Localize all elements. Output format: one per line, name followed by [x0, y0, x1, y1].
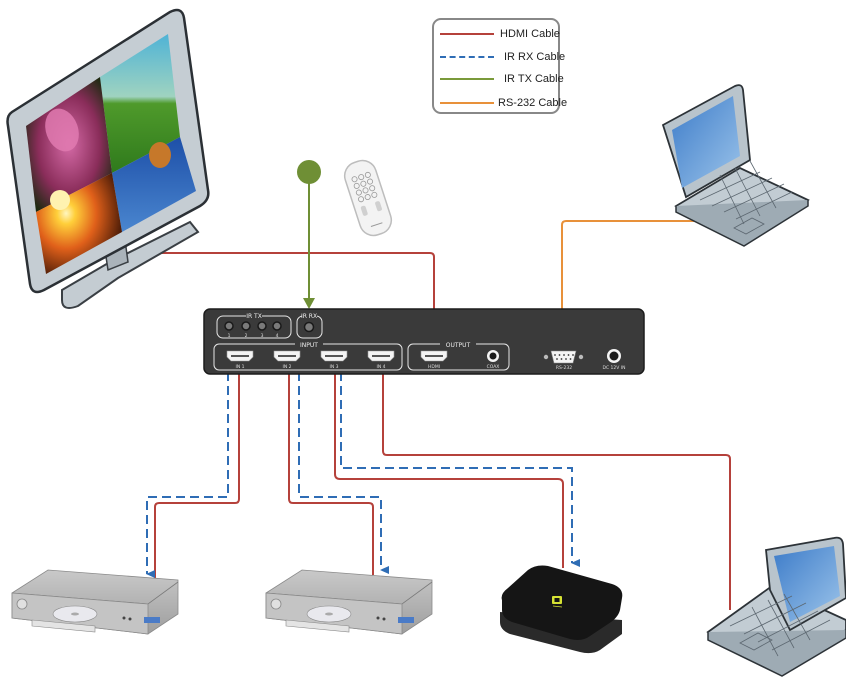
- ir-rx-cable-in2: [298, 372, 389, 574]
- legend-swatch-hdmi: [440, 33, 494, 35]
- hdmi-cable-output-to-monitor: [160, 252, 435, 355]
- ir-tx-arrow: [303, 298, 315, 309]
- dc-power-port-center: [609, 351, 619, 361]
- input-group: INPUT IN 1 IN 2 IN 3 IN 4: [213, 340, 403, 371]
- legend-item-hdmi: HDMI Cable: [440, 27, 560, 41]
- ir-tx-port-1[interactable]: [224, 321, 234, 331]
- ir-rx-group: IR RX: [296, 313, 323, 339]
- ir-tx-port-2[interactable]: [241, 321, 251, 331]
- ir-tx-port-3[interactable]: [257, 321, 267, 331]
- dvd-player-1: [11, 569, 179, 635]
- rs232-cable: [561, 220, 712, 355]
- ir-emitter: [297, 160, 321, 184]
- legend-label-rs232: RS-232 Cable: [498, 97, 568, 109]
- hdmi-port-output[interactable]: [420, 350, 448, 362]
- legend-item-ir-tx: IR TX Cable: [440, 72, 564, 86]
- input-label-4: IN 4: [377, 364, 386, 370]
- output-group-label: OUTPUT: [446, 342, 471, 349]
- ir-rx-cable-in1: [146, 372, 229, 578]
- rs232-port[interactable]: [543, 350, 584, 364]
- hdmi-port-in3[interactable]: [320, 350, 348, 362]
- monitor-screen: [26, 34, 196, 274]
- legend: HDMI Cable IR RX Cable IR TX Cable RS-23…: [432, 18, 567, 114]
- input-label-2: IN 2: [283, 364, 292, 370]
- legend-item-rs232: RS-232 Cable: [440, 96, 567, 110]
- source-laptop: [706, 536, 846, 677]
- output-coax-label: COAX: [487, 364, 500, 370]
- legend-label-ir-rx: IR RX Cable: [504, 51, 566, 63]
- ir-tx-group: IR TX 1 2 3 4: [216, 313, 292, 339]
- legend-swatch-ir-rx: [440, 56, 494, 58]
- hdmi-cable-in2: [288, 372, 374, 575]
- hdmi-port-in1[interactable]: [226, 350, 254, 362]
- ir-tx-group-label: IR TX: [246, 313, 262, 320]
- ir-rx-port[interactable]: [303, 321, 315, 333]
- media-box: [500, 565, 623, 654]
- hdmi-switcher: IR TX 1 2 3 4 IR RX INPUT: [203, 308, 645, 375]
- hdmi-cable-in4: [382, 372, 731, 610]
- control-laptop: [661, 84, 810, 247]
- dvd-player-2: [265, 569, 433, 635]
- hdmi-port-in4[interactable]: [367, 350, 395, 362]
- hdmi-cable-in1: [154, 372, 240, 580]
- rs232-label: RS-232: [556, 365, 572, 371]
- ir-tx-port-label-4: 4: [276, 333, 279, 339]
- legend-item-ir-rx: IR RX Cable: [440, 50, 565, 64]
- legend-swatch-ir-tx: [440, 78, 494, 80]
- ir-remote: [343, 159, 393, 237]
- hdmi-cable-in3: [334, 372, 564, 568]
- ir-tx-port-label-2: 2: [245, 333, 248, 339]
- ir-tx-port-label-3: 3: [261, 333, 264, 339]
- hdmi-port-in2[interactable]: [273, 350, 301, 362]
- ir-rx-cable-in3: [340, 372, 580, 567]
- coax-port-center: [489, 352, 497, 360]
- monitor: [6, 8, 210, 309]
- output-hdmi-label: HDMI: [428, 364, 440, 370]
- ir-rx-label: IR RX: [301, 313, 317, 320]
- legend-label-ir-tx: IR TX Cable: [504, 73, 564, 85]
- output-group: OUTPUT HDMI COAX: [407, 340, 510, 371]
- input-label-3: IN 3: [330, 364, 339, 370]
- legend-label-hdmi: HDMI Cable: [500, 28, 560, 40]
- power-label: DC 12V IN: [603, 365, 626, 371]
- input-label-1: IN 1: [236, 364, 245, 370]
- ir-tx-port-label-1: 1: [228, 333, 231, 339]
- input-group-label: INPUT: [300, 342, 318, 349]
- ir-tx-port-4[interactable]: [272, 321, 282, 331]
- legend-swatch-rs232: [440, 102, 494, 104]
